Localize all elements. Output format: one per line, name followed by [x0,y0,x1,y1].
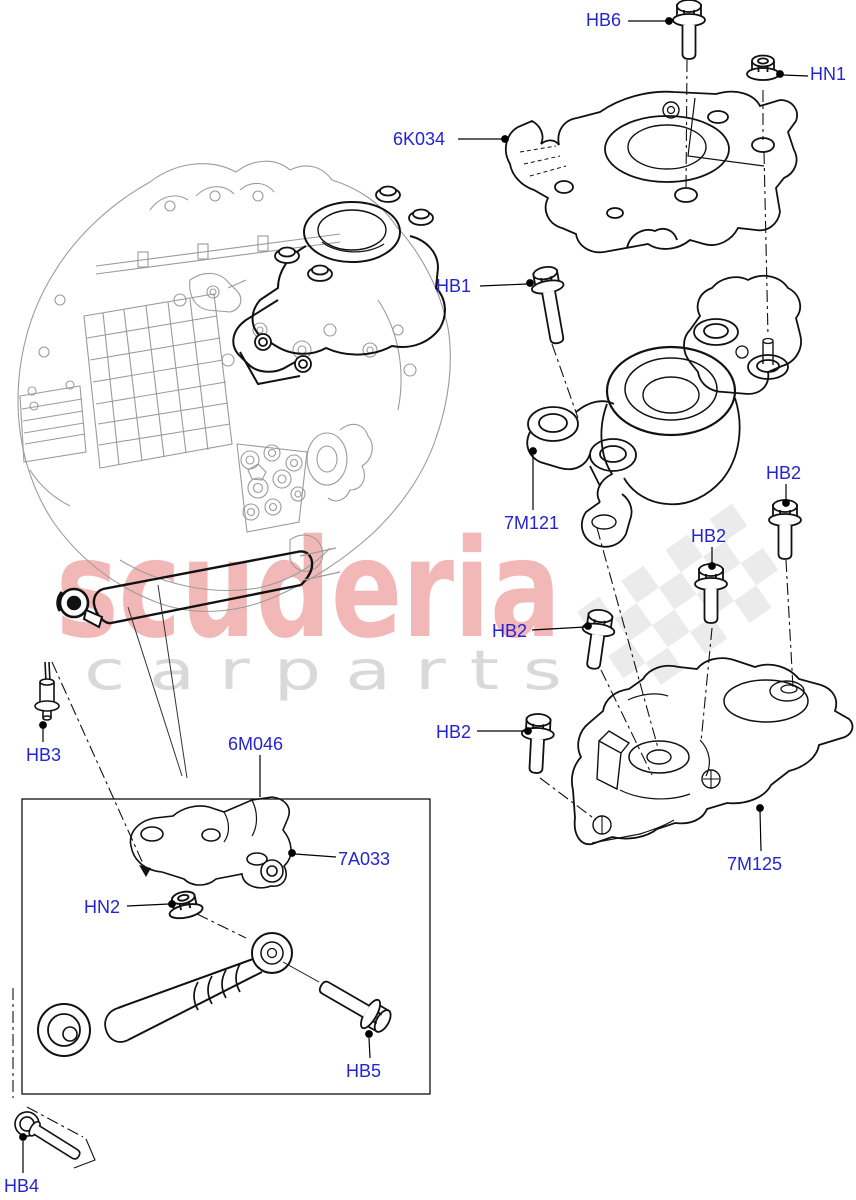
hb4-plane-edge [73,1138,96,1169]
installed-mount-drawing [232,185,446,386]
bracket-6k034-drawing [504,90,798,254]
bracket-7a033-drawing [129,796,292,889]
bolt-hb2-d [518,712,556,775]
bolt-hb6 [672,0,706,60]
callout-hn2[interactable]: HN2 [84,897,121,917]
transmission-assembly-drawing [17,160,451,612]
bolt-hb5 [312,970,397,1039]
watermark-tagline-text: c a r p a r t s [84,639,562,702]
torque-rod-damper-drawing [37,932,320,1057]
fasteners [14,0,802,1160]
bracket-7m125-drawing [570,657,854,846]
callout-hb6[interactable]: HB6 [586,10,622,30]
callout-6m046[interactable]: 6M046 [228,734,284,754]
torque-rod-drawing [56,547,341,629]
callout-leaders [19,17,809,1173]
callout-hb2-d[interactable]: HB2 [436,722,472,742]
arrowhead [139,865,151,877]
mount-7m121-drawing [526,274,802,548]
detail-pointer-lines [127,584,188,779]
detail-box [21,798,431,1095]
callout-hb2-b[interactable]: HB2 [691,526,727,546]
bolt-hb2-a [768,499,802,560]
watermark: scuderia c a r p a r t s [56,503,779,702]
callout-hb2-c[interactable]: HB2 [492,621,528,641]
centerlines [12,59,794,1138]
callout-7m121[interactable]: 7M121 [504,513,560,533]
callout-hb2-a[interactable]: HB2 [766,463,802,483]
bolt-hb1 [527,263,575,347]
callout-hb5[interactable]: HB5 [346,1061,382,1081]
callout-hb4[interactable]: HB4 [4,1176,40,1196]
callout-6k034[interactable]: 6K034 [393,129,446,149]
watermark-checkered-flag [577,503,779,685]
callout-hb1[interactable]: HB1 [436,276,472,296]
bolt-hb3 [34,661,60,721]
callout-hn1[interactable]: HN1 [810,64,847,84]
bolt-hb4 [14,1111,81,1160]
watermark-brand-text: scuderia [56,511,561,669]
callout-7a033[interactable]: 7A033 [338,849,391,869]
callout-hb3[interactable]: HB3 [26,745,62,765]
nut-hn1 [746,54,780,81]
callout-7m125[interactable]: 7M125 [727,854,783,874]
